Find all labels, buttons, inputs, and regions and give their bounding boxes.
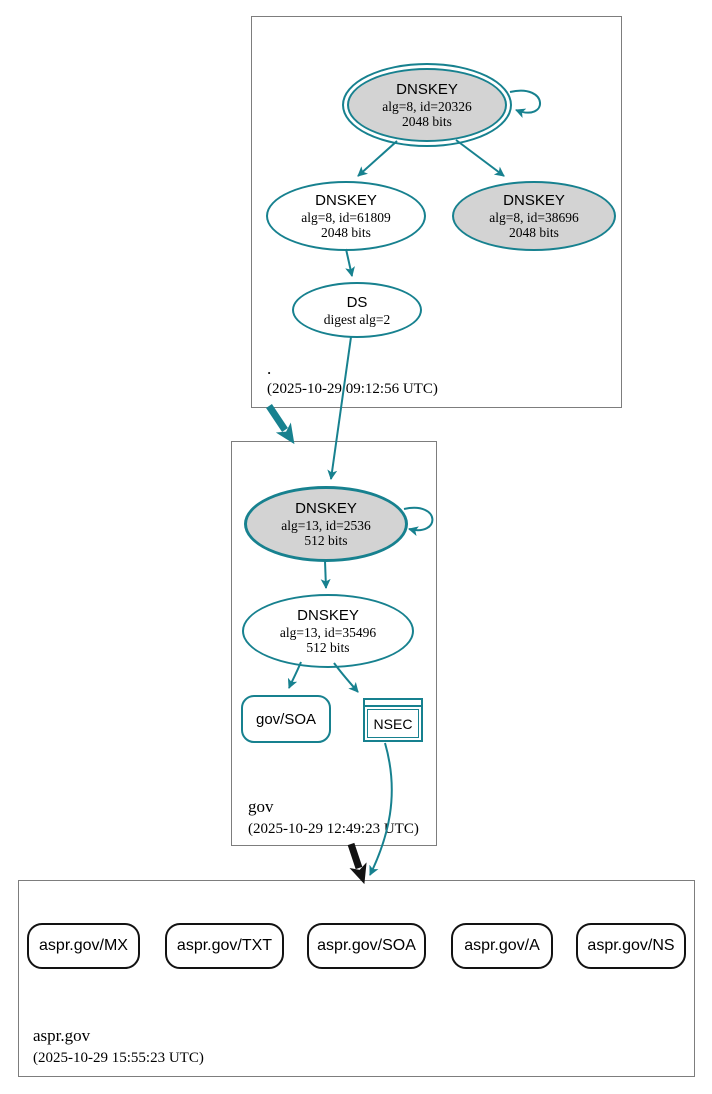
- nsec-header-band: [365, 700, 421, 707]
- dnskey-node-root-key-38696: DNSKEY alg=8, id=38696 2048 bits: [452, 181, 616, 251]
- rrset-node-aspr-gov-ns: aspr.gov/NS: [576, 923, 686, 969]
- rrset-label: aspr.gov/A: [464, 937, 540, 954]
- rrset-node-aspr-gov-mx: aspr.gov/MX: [27, 923, 140, 969]
- rrset-label: aspr.gov/SOA: [317, 937, 416, 954]
- zone-box-gov: DNSKEY alg=13, id=2536 512 bits DNSKEY a…: [231, 441, 437, 846]
- nsec-label: NSEC: [367, 709, 419, 738]
- node-title: DNSKEY: [396, 81, 458, 98]
- node-alg-id: alg=8, id=61809: [301, 210, 391, 225]
- node-title: DS: [346, 293, 368, 311]
- rrset-label: aspr.gov/TXT: [176, 937, 273, 954]
- dnskey-node-gov-zsk-35496: DNSKEY alg=13, id=35496 512 bits: [242, 594, 414, 668]
- rrset-label: aspr.gov/NS: [587, 937, 675, 954]
- dnskey-node-gov-ksk-2536: DNSKEY alg=13, id=2536 512 bits: [244, 486, 408, 562]
- node-title: DNSKEY: [503, 192, 565, 209]
- dnskey-node-root-zsk-61809: DNSKEY alg=8, id=61809 2048 bits: [266, 181, 426, 251]
- node-bits: 2048 bits: [509, 225, 559, 240]
- rrset-node-aspr-gov-soa: aspr.gov/SOA: [307, 923, 426, 969]
- node-title: DNSKEY: [295, 500, 357, 517]
- zone-name-gov: gov: [248, 797, 274, 816]
- dnskey-node-root-ksk-20326: DNSKEY alg=8, id=20326 2048 bits: [342, 63, 512, 147]
- node-alg-id: alg=13, id=35496: [279, 625, 377, 640]
- ds-node-root: DS digest alg=2: [292, 282, 422, 338]
- edge-delegation-root-to-gov: [266, 404, 295, 445]
- node-digest: digest alg=2: [323, 311, 391, 327]
- node-bits: 2048 bits: [321, 225, 371, 240]
- node-alg-id: alg=8, id=38696: [489, 210, 579, 225]
- zone-box-root: DNSKEY alg=8, id=20326 2048 bits DNSKEY …: [251, 16, 622, 408]
- zone-timestamp-gov: (2025-10-29 12:49:23 UTC): [248, 821, 419, 837]
- zone-box-aspr-gov: aspr.gov/MX aspr.gov/TXT aspr.gov/SOA as…: [18, 880, 695, 1077]
- nsec-node-gov: NSEC: [363, 698, 423, 742]
- zone-name-aspr-gov: aspr.gov: [33, 1026, 91, 1045]
- rrset-node-gov-soa: gov/SOA: [241, 695, 331, 743]
- zone-timestamp-aspr-gov: (2025-10-29 15:55:23 UTC): [33, 1050, 204, 1066]
- node-bits: 512 bits: [304, 533, 348, 548]
- node-bits: 512 bits: [306, 640, 350, 655]
- zone-name-root: .: [267, 359, 272, 378]
- node-bits: 2048 bits: [402, 114, 452, 129]
- rrset-label: aspr.gov/MX: [39, 937, 128, 954]
- node-alg-id: alg=8, id=20326: [382, 99, 472, 114]
- rrset-node-aspr-gov-txt: aspr.gov/TXT: [165, 923, 284, 969]
- node-title: DNSKEY: [315, 192, 377, 209]
- rrset-node-aspr-gov-a: aspr.gov/A: [451, 923, 553, 969]
- edge-delegation-gov-to-aspr-gov: [347, 842, 367, 885]
- rrset-label: gov/SOA: [255, 710, 317, 728]
- node-title: DNSKEY: [297, 607, 359, 624]
- node-alg-id: alg=13, id=2536: [281, 518, 371, 533]
- dnskey-node-root-ksk-20326-inner: DNSKEY alg=8, id=20326 2048 bits: [347, 68, 507, 142]
- zone-timestamp-root: (2025-10-29 09:12:56 UTC): [267, 381, 438, 397]
